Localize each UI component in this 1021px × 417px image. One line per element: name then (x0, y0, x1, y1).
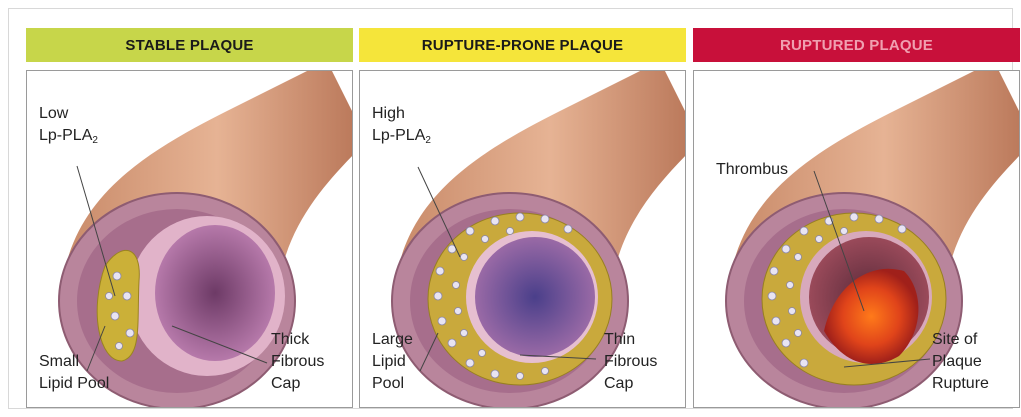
panel-rupture-prone-plaque: RUPTURE-PRONE PLAQUE (359, 28, 686, 408)
title-stable-plaque: STABLE PLAQUE (125, 37, 253, 54)
label-thrombus: Thrombus (716, 159, 788, 181)
illustration-ruptured-plaque: Thrombus Site of Plaque Rupture (693, 70, 1020, 408)
header-stable-plaque: STABLE PLAQUE (26, 28, 353, 62)
header-ruptured-plaque: RUPTURED PLAQUE (693, 28, 1020, 62)
panel-ruptured-plaque: RUPTURED PLAQUE (693, 28, 1020, 408)
label-high-lp-pla2: High Lp-PLA2 (372, 81, 431, 152)
title-ruptured-plaque: RUPTURED PLAQUE (780, 37, 933, 54)
label-large-lipid-pool: Large Lipid Pool (372, 329, 413, 395)
panel-stable-plaque: STABLE PLAQUE (26, 28, 353, 408)
label-site-of-plaque-rupture: Site of Plaque Rupture (932, 329, 989, 395)
lumen (155, 225, 275, 361)
label-thick-fibrous-cap: Thick Fibrous Cap (271, 329, 324, 395)
lumen (475, 237, 595, 357)
label-thin-fibrous-cap: Thin Fibrous Cap (604, 329, 657, 395)
label-low-lp-pla2: Low Lp-PLA2 (39, 81, 98, 152)
illustration-stable-plaque: Low Lp-PLA2 Small Lipid Pool Thick Fibro… (26, 70, 353, 408)
label-small-lipid-pool: Small Lipid Pool (39, 351, 109, 395)
header-rupture-prone-plaque: RUPTURE-PRONE PLAQUE (359, 28, 686, 62)
title-rupture-prone-plaque: RUPTURE-PRONE PLAQUE (422, 37, 624, 54)
illustration-rupture-prone-plaque: High Lp-PLA2 Large Lipid Pool Thin Fibro… (359, 70, 686, 408)
